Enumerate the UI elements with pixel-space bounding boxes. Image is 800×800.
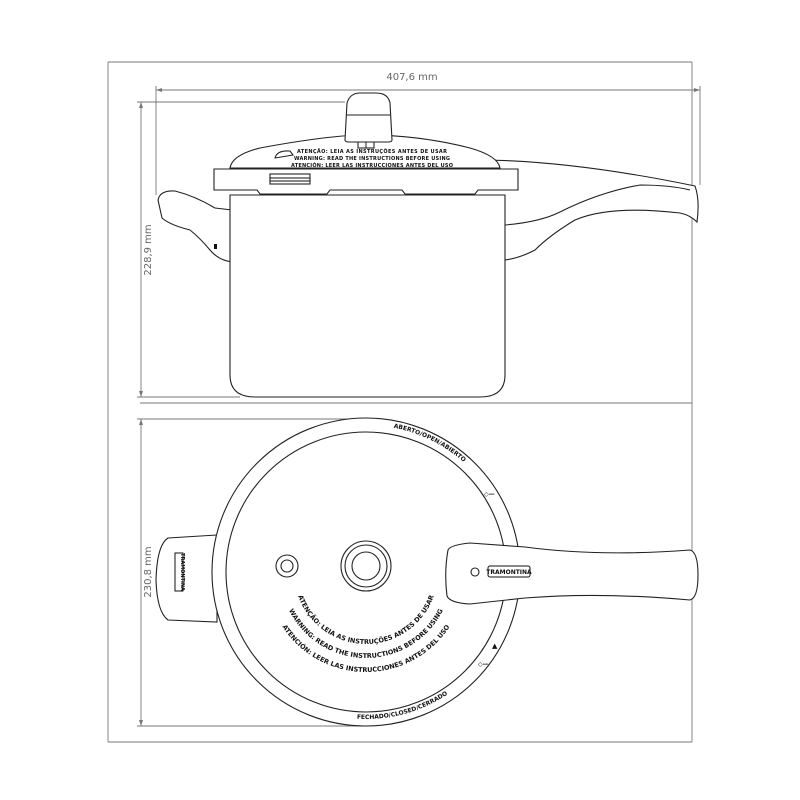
side-handle-brand: TRAMONTINA bbox=[179, 553, 185, 591]
diameter-label: 230,8 mm bbox=[143, 546, 154, 597]
lid-flange bbox=[213, 168, 519, 195]
closed-arrow-icon: ◇— bbox=[478, 661, 489, 668]
long-handle-top bbox=[445, 542, 699, 605]
drawing-frame bbox=[107, 61, 693, 743]
lid-warning-text: ATENÇÃO: LEIA AS INSTRUÇÕES ANTES DE USA… bbox=[291, 148, 453, 169]
pressure-knob bbox=[344, 92, 393, 143]
diameter-dimension: 230,8 mm bbox=[137, 418, 366, 727]
handle-brand-badge bbox=[487, 565, 531, 578]
side-handle bbox=[157, 190, 238, 263]
lock-mark bbox=[214, 244, 217, 249]
side-handle-tab bbox=[155, 534, 218, 623]
height-dimension: 228,9 mm bbox=[137, 101, 345, 398]
lid-warning-line-3: ATENCIÓN: LEER LAS INSTRUCCIONES ANTES D… bbox=[291, 162, 453, 169]
top-view: TRAMONTINA ABERTO/OPEN/ABIERTO ◇— FECHAD… bbox=[155, 417, 699, 727]
closed-marker-icon: ▲ bbox=[492, 642, 498, 650]
handle-button-icon bbox=[470, 567, 480, 577]
safety-button bbox=[274, 150, 294, 159]
open-arrow-icon: ◇— bbox=[484, 491, 495, 498]
handle-brand: TRAMONTINA bbox=[486, 569, 532, 576]
width-dimension: 407,6 mm bbox=[155, 72, 701, 195]
width-label: 407,6 mm bbox=[386, 72, 437, 83]
lid-warning-line-2: WARNING: READ THE INSTRUCTIONS BEFORE US… bbox=[294, 156, 450, 162]
height-label: 228,9 mm bbox=[143, 224, 154, 275]
side-handle-badge bbox=[174, 552, 184, 592]
side-view: ATENÇÃO: LEIA AS INSTRUÇÕES ANTES DE USA… bbox=[157, 92, 699, 398]
lid-warning-line-1: ATENÇÃO: LEIA AS INSTRUÇÕES ANTES DE USA… bbox=[297, 148, 447, 155]
long-handle bbox=[444, 159, 699, 261]
pot-body bbox=[229, 194, 506, 398]
